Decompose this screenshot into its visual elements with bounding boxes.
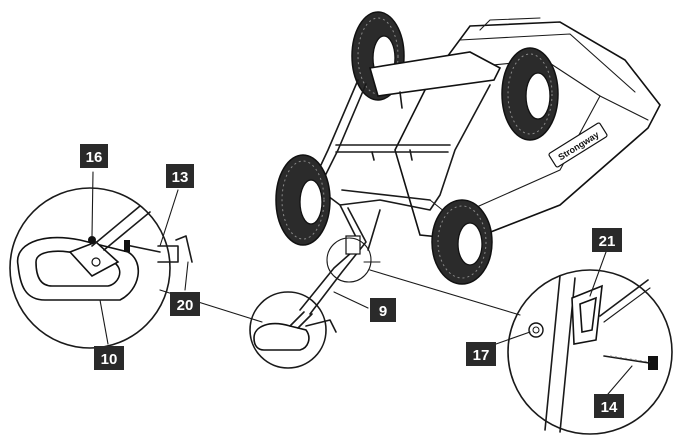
wheel-front-left: [275, 154, 331, 246]
svg-text:17: 17: [473, 347, 490, 364]
svg-text:16: 16: [86, 149, 103, 166]
connector-right: [369, 269, 521, 316]
callout-17: 17: [466, 342, 496, 366]
wheel-rear-right: [501, 47, 559, 141]
tow-tongue: [299, 204, 381, 315]
callout-10: 10: [94, 346, 124, 370]
callout-13: 13: [166, 164, 194, 188]
callout-14: 14: [594, 394, 624, 418]
cart-frame: [311, 51, 502, 211]
callout-20: 20: [170, 292, 200, 316]
svg-text:21: 21: [599, 233, 616, 250]
svg-text:13: 13: [172, 169, 189, 186]
svg-text:10: 10: [101, 351, 118, 368]
detail-circle-hitch-detail: [507, 269, 673, 435]
callout-16: 16: [80, 144, 108, 168]
detail-circle-hitch: [326, 237, 372, 283]
leader-lines: [91, 171, 633, 395]
detail-circle-handle: [9, 187, 193, 349]
svg-text:9: 9: [379, 303, 387, 320]
callout-9: 9: [370, 298, 396, 322]
wheel-front-right: [431, 199, 493, 285]
svg-text:20: 20: [177, 297, 194, 314]
svg-text:14: 14: [601, 399, 618, 416]
callout-21: 21: [592, 228, 622, 252]
detail-circle-middle: [249, 291, 337, 369]
